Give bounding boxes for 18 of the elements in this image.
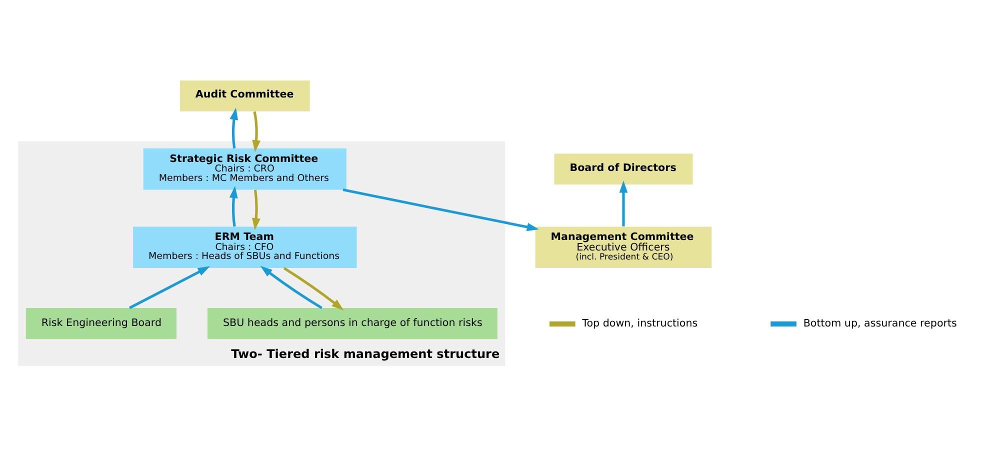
legend-label: Bottom up, assurance reports bbox=[803, 317, 957, 330]
node-box: Risk Engineering Board bbox=[26, 308, 176, 338]
arrow bbox=[252, 189, 260, 230]
arrow bbox=[283, 266, 344, 310]
arrow bbox=[342, 188, 540, 231]
arrow bbox=[129, 266, 210, 309]
node-box: Management Committee Executive Officers (incl. President & CEO) bbox=[535, 226, 712, 268]
node-box: Board of Directors bbox=[554, 153, 693, 184]
arrow bbox=[229, 186, 238, 226]
arrow bbox=[260, 265, 322, 309]
node-box: SBU heads and persons in charge of function risks bbox=[207, 308, 498, 338]
node-box: ERM Team Chairs : CFO Members : Heads of SBUs and Functions bbox=[133, 226, 357, 268]
legend-label: Top down, instructions bbox=[582, 317, 698, 330]
arrow bbox=[619, 180, 628, 226]
node-box: Strategic Risk Committee Chairs : CRO Members : MC Members and Others bbox=[143, 148, 346, 190]
arrow bbox=[230, 107, 238, 148]
node-box: Audit Committee bbox=[180, 80, 310, 111]
arrow bbox=[252, 110, 261, 152]
